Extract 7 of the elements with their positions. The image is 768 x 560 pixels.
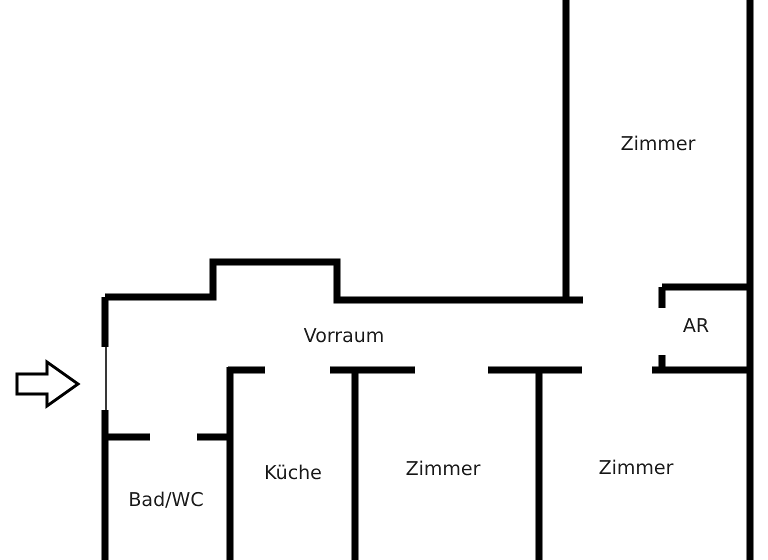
room-label: Küche	[264, 462, 322, 484]
room-label: Zimmer	[598, 457, 674, 479]
room-label: Bad/WC	[128, 489, 204, 511]
room-label: AR	[682, 315, 710, 337]
room-label: Vorraum	[304, 325, 384, 347]
room-label: Zimmer	[406, 458, 480, 480]
room-label: Zimmer	[620, 133, 696, 155]
